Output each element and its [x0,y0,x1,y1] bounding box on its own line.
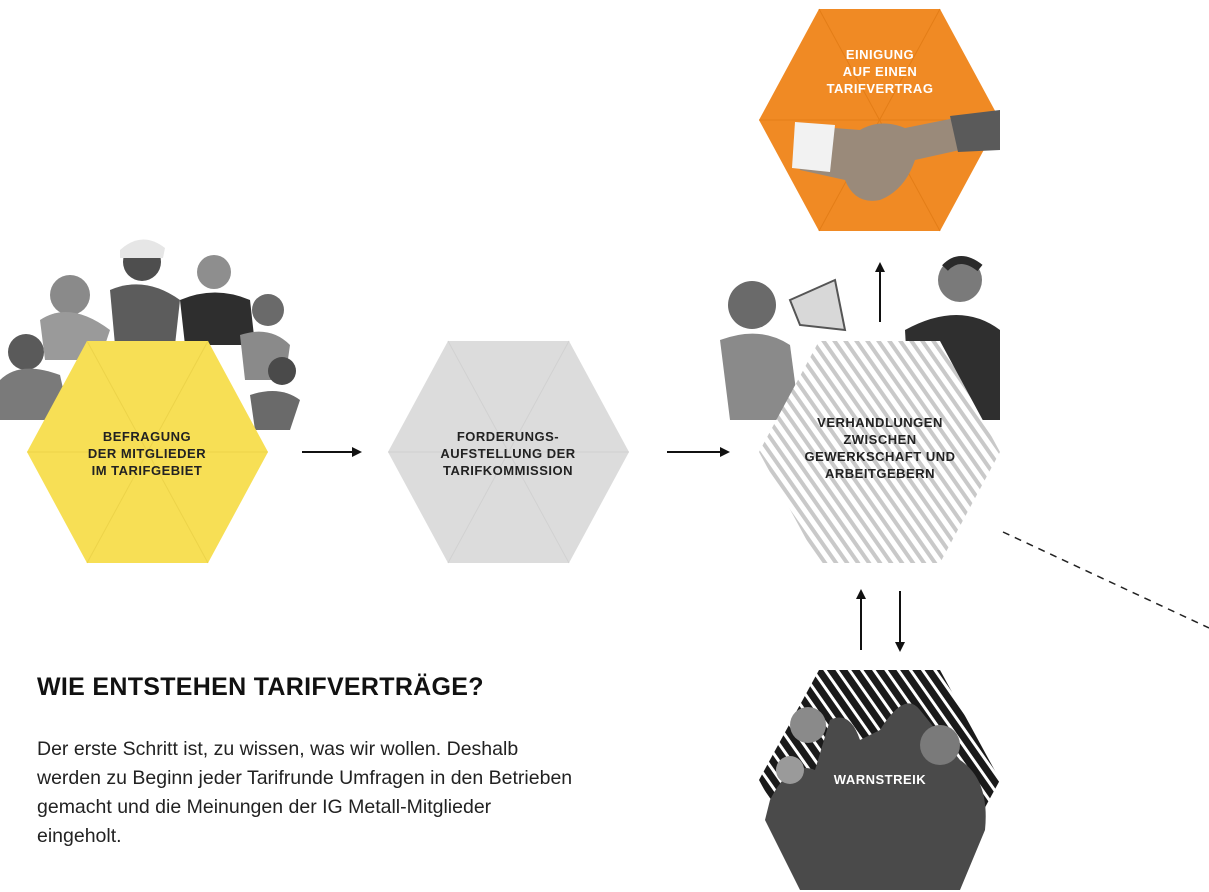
label-verhandlungen-line: ARBEITGEBERN [824,466,935,481]
label-warnstreik: WARNSTREIK [805,771,955,788]
label-warnstreik-text: WARNSTREIK [833,772,927,787]
dashed-connector [1002,531,1209,629]
label-einigung-line: AUF EINEN [842,64,918,79]
label-befragung-line: BEFRAGUNG [102,429,192,444]
intro-line: gemacht und die Meinungen der IG Metall-… [37,796,492,818]
intro-paragraph: Der erste Schritt ist, zu wissen, was wi… [37,735,597,851]
label-befragung-line: DER MITGLIEDER [87,446,207,461]
label-verhandlungen-line: VERHANDLUNGEN [817,415,943,430]
label-verhandlungen: VERHANDLUNGEN ZWISCHEN GEWERKSCHAFT UND … [790,414,970,482]
label-einigung: EINIGUNG AUF EINEN TARIFVERTRAG [805,46,955,97]
handshake-photo [792,110,1000,201]
intro-line: werden zu Beginn jeder Tarifrunde Umfrag… [37,767,573,789]
label-forderung-line: TARIFKOMMISSION [442,463,574,478]
label-befragung-line: IM TARIFGEBIET [91,463,203,478]
hex-verhandlungen [759,341,1000,563]
page-title: WIE ENTSTEHEN TARIFVERTRÄGE? [37,673,484,701]
label-verhandlungen-line: GEWERKSCHAFT UND [804,449,956,464]
strike-photo [765,703,986,890]
label-verhandlungen-line: ZWISCHEN [843,432,917,447]
label-befragung: BEFRAGUNG DER MITGLIEDER IM TARIFGEBIET [72,428,222,479]
label-forderung: FORDERUNGS- AUFSTELLUNG DER TARIFKOMMISS… [433,428,583,479]
intro-line: eingeholt. [37,825,122,847]
label-einigung-line: TARIFVERTRAG [826,81,934,96]
label-forderung-line: AUFSTELLUNG DER [440,446,576,461]
label-einigung-line: EINIGUNG [845,47,915,62]
label-forderung-line: FORDERUNGS- [456,429,560,444]
members-photo [0,239,300,430]
intro-line: Der erste Schritt ist, zu wissen, was wi… [37,738,519,760]
